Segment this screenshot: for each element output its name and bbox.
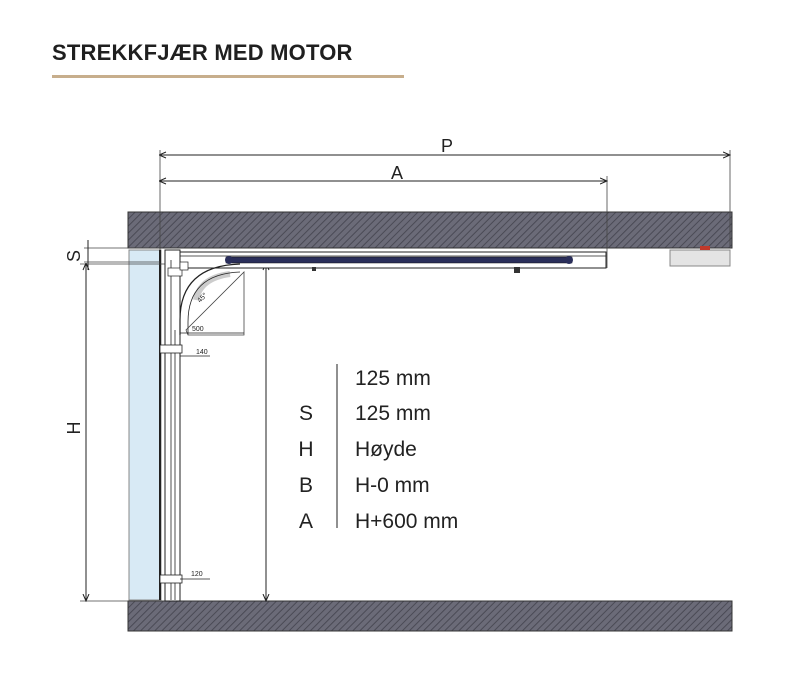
curved-track: [179, 263, 241, 335]
legend-table: 125 mm S 125 mm H Høyde B H-0 mm A H+600…: [298, 367, 458, 533]
legend-value: 125 mm: [355, 402, 431, 425]
legend-key: A: [299, 510, 313, 533]
ceiling-wall: [127, 211, 733, 249]
door-opening-panel: [128, 249, 162, 601]
motor-rail: [225, 256, 573, 264]
legend-key: H: [298, 438, 313, 461]
radius-guide: [185, 271, 245, 336]
legend-key: B: [299, 474, 313, 497]
dim-label-120: 120: [191, 571, 203, 578]
floor-wall: [127, 600, 733, 632]
legend-value: Høyde: [355, 438, 417, 461]
legend-key: S: [299, 402, 313, 425]
dim-label-P: P: [441, 136, 453, 156]
title-underline: [52, 75, 404, 78]
dim-label-500: 500: [192, 326, 204, 333]
dim-label-A: A: [391, 163, 403, 183]
legend-value: H+600 mm: [355, 510, 458, 533]
legend-value: H-0 mm: [355, 474, 430, 497]
motor-unit: [669, 249, 731, 267]
dim-label-140: 140: [196, 349, 208, 356]
dim-label-H: H: [64, 422, 84, 435]
page-title: STREKKFJÆR MED MOTOR: [52, 40, 353, 65]
vertical-track: [164, 249, 181, 602]
legend-value: 125 mm: [355, 367, 431, 390]
dim-label-S: S: [64, 250, 84, 262]
